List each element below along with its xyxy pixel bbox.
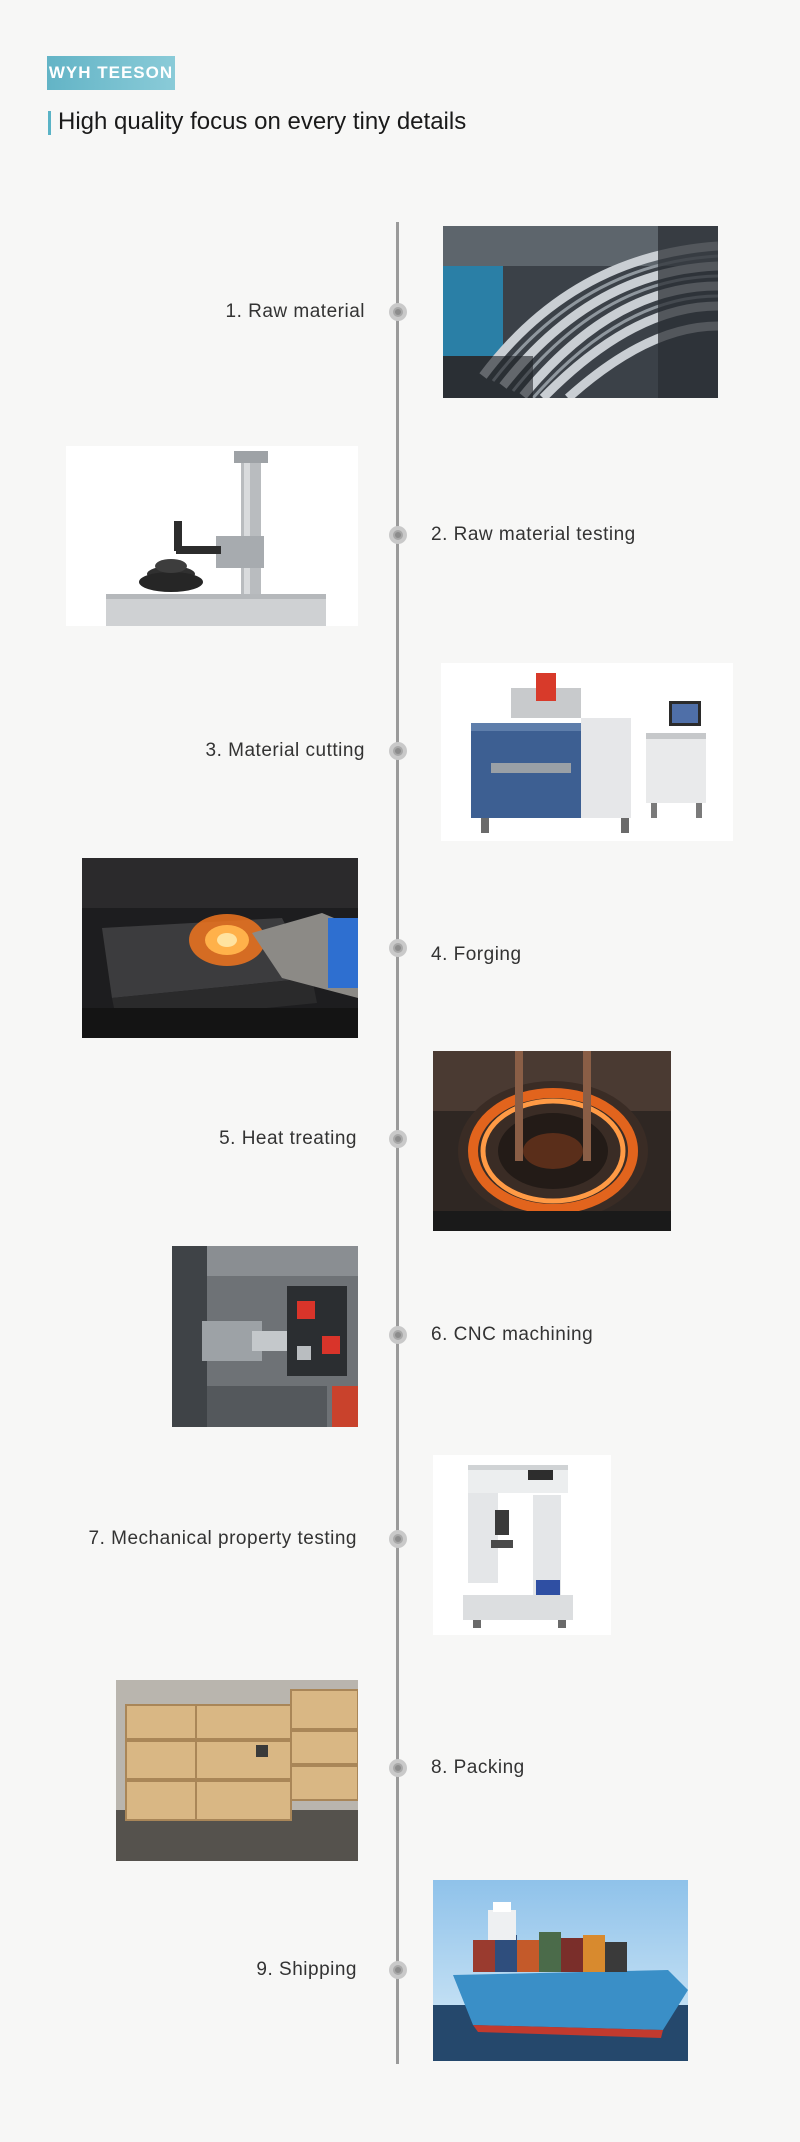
step-label-5: 5. Heat treating bbox=[219, 1128, 357, 1149]
step-image-7 bbox=[433, 1455, 611, 1635]
title-accent-bar bbox=[48, 111, 51, 135]
step-image-5 bbox=[433, 1051, 671, 1231]
step-label-8: 8. Packing bbox=[431, 1757, 525, 1778]
step-label-3: 3. Material cutting bbox=[205, 740, 365, 761]
step-image-9 bbox=[433, 1880, 688, 2061]
timeline-dot-7 bbox=[389, 1530, 407, 1548]
step-image-8 bbox=[116, 1680, 358, 1861]
timeline-dot-6 bbox=[389, 1326, 407, 1344]
step-image-6 bbox=[172, 1246, 358, 1427]
timeline-dot-5 bbox=[389, 1130, 407, 1148]
step-label-9: 9. Shipping bbox=[256, 1959, 357, 1980]
timeline-dot-9 bbox=[389, 1961, 407, 1979]
timeline-dot-8 bbox=[389, 1759, 407, 1777]
step-image-4 bbox=[82, 858, 358, 1038]
step-label-2: 2. Raw material testing bbox=[431, 524, 636, 545]
step-image-1 bbox=[443, 226, 718, 398]
page-title: High quality focus on every tiny details bbox=[58, 108, 467, 135]
timeline-dot-1 bbox=[389, 303, 407, 321]
step-image-2 bbox=[66, 446, 358, 626]
step-label-4: 4. Forging bbox=[431, 944, 522, 965]
timeline-dot-4 bbox=[389, 939, 407, 957]
step-label-6: 6. CNC machining bbox=[431, 1324, 594, 1345]
step-label-7: 7. Mechanical property testing bbox=[88, 1528, 357, 1549]
brand-badge: WYH TEESON bbox=[47, 56, 175, 90]
step-image-3 bbox=[441, 663, 733, 841]
timeline-dot-3 bbox=[389, 742, 407, 760]
step-label-1: 1. Raw material bbox=[225, 301, 365, 322]
timeline-dot-2 bbox=[389, 526, 407, 544]
